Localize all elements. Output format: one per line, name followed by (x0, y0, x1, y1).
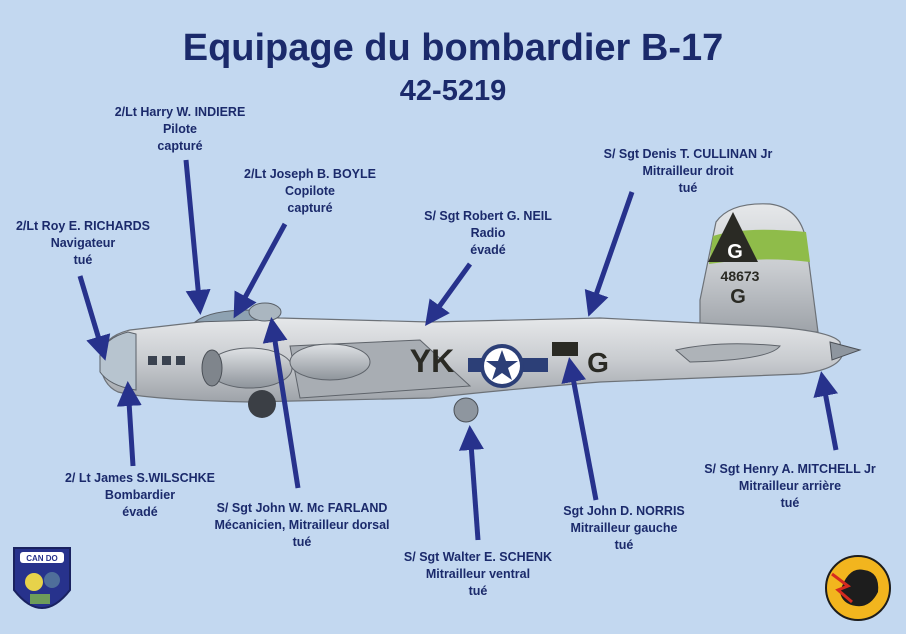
tail-triangle (708, 212, 758, 262)
crew-label-bombardier: 2/ Lt James S.WILSCHKE Bombardier évadé (65, 470, 215, 521)
squadron-emblem-left: CAN DO (13, 547, 71, 609)
crew-role: Mécanicien, Mitrailleur dorsal (214, 518, 390, 532)
crew-label-engineer: S/ Sgt John W. Mc FARLAND Mécanicien, Mi… (214, 500, 389, 551)
crew-label-copilot: 2/Lt Joseph B. BOYLE Copilote capturé (244, 166, 376, 217)
arrow-right-gunner (584, 191, 635, 317)
crew-fate: tué (292, 535, 312, 549)
waist-window (552, 342, 578, 356)
crew-fate: évadé (470, 243, 506, 257)
squadron-emblem-right (825, 555, 891, 621)
arrow-engineer (262, 317, 301, 489)
crew-fate: tué (614, 538, 634, 552)
crew-name: 2/Lt Joseph B. BOYLE (244, 167, 376, 181)
crew-role: Mitrailleur droit (642, 164, 734, 178)
crew-role: Bombardier (104, 488, 176, 502)
ball-turret (453, 397, 479, 423)
crew-label-left-gunner: Sgt John D. NORRIS Mitrailleur gauche tu… (563, 503, 685, 554)
nose-window (148, 356, 157, 365)
crew-name: Sgt John D. NORRIS (563, 504, 685, 518)
crew-fate: évadé (122, 505, 158, 519)
crew-label-right-gunner: S/ Sgt Denis T. CULLINAN Jr Mitrailleur … (604, 146, 773, 197)
crew-name: S/ Sgt Robert G. NEIL (424, 209, 552, 223)
arrow-copilot (233, 222, 288, 319)
arrow-pilot (183, 159, 211, 315)
top-turret (248, 302, 282, 322)
crew-label-ventral-gunner: S/ Sgt Walter E. SCHENK Mitrailleur vent… (404, 549, 552, 600)
crew-name: 2/Lt Harry W. INDIERE (114, 105, 246, 119)
arrow-radio (425, 262, 473, 327)
crew-role: Radio (470, 226, 506, 240)
crew-name: S/ Sgt Denis T. CULLINAN Jr (603, 147, 773, 161)
nose-window (162, 356, 171, 365)
fuselage-code: YK (410, 343, 454, 379)
arrow-ventral-gunner (458, 425, 484, 541)
page-title: Equipage du bombardier B-17 (182, 27, 724, 69)
crew-role: Mitrailleur gauche (570, 521, 678, 535)
crew-fate: capturé (287, 201, 333, 215)
arrow-bombardier (116, 381, 142, 467)
crew-label-tail-gunner: S/ Sgt Henry A. MITCHELL Jr Mitrailleur … (704, 461, 876, 512)
crew-name: 2/ Lt James S.WILSCHKE (64, 471, 216, 485)
crew-name: S/ Sgt Walter E. SCHENK (403, 550, 553, 564)
emblem-banner: CAN DO (26, 554, 58, 563)
crew-fate: tué (678, 181, 698, 195)
crew-fate: tué (468, 584, 488, 598)
crew-role: Mitrailleur arrière (738, 479, 842, 493)
arrow-navigator (77, 275, 111, 361)
crew-name: S/ Sgt John W. Mc FARLAND (216, 501, 388, 515)
crew-name: 2/Lt Roy E. RICHARDS (15, 219, 151, 233)
crew-role: Pilote (162, 122, 198, 136)
crew-fate: tué (780, 496, 800, 510)
horizontal-stabilizer (674, 343, 781, 363)
nose-window (176, 356, 185, 365)
crew-label-navigator: 2/Lt Roy E. RICHARDS Navigateur tué (16, 218, 150, 269)
crew-label-radio: S/ Sgt Robert G. NEIL Radio évadé (424, 208, 552, 259)
tail-letter-lower: G (730, 286, 746, 308)
us-roundel (468, 344, 548, 388)
tail-letter: G (727, 241, 743, 263)
engine-nacelle (289, 343, 371, 381)
engine-cowl (201, 349, 223, 387)
crew-role: Copilote (285, 184, 335, 198)
fuselage-letter: G (587, 347, 609, 378)
tail-serial: 48673 (721, 268, 760, 284)
aircraft-serial: 42-5219 (399, 75, 507, 107)
crew-fate: capturé (157, 139, 203, 153)
arrow-left-gunner (561, 357, 599, 501)
tail-turret (829, 341, 862, 361)
crew-fate: tué (73, 253, 93, 267)
landing-wheel (248, 390, 276, 418)
crew-label-pilot: 2/Lt Harry W. INDIERE Pilote capturé (115, 104, 246, 155)
arrow-tail-gunner (813, 371, 839, 451)
crew-role: Mitrailleur ventral (425, 567, 531, 581)
crew-role: Navigateur (50, 236, 116, 250)
crew-name: S/ Sgt Henry A. MITCHELL Jr (704, 462, 876, 476)
